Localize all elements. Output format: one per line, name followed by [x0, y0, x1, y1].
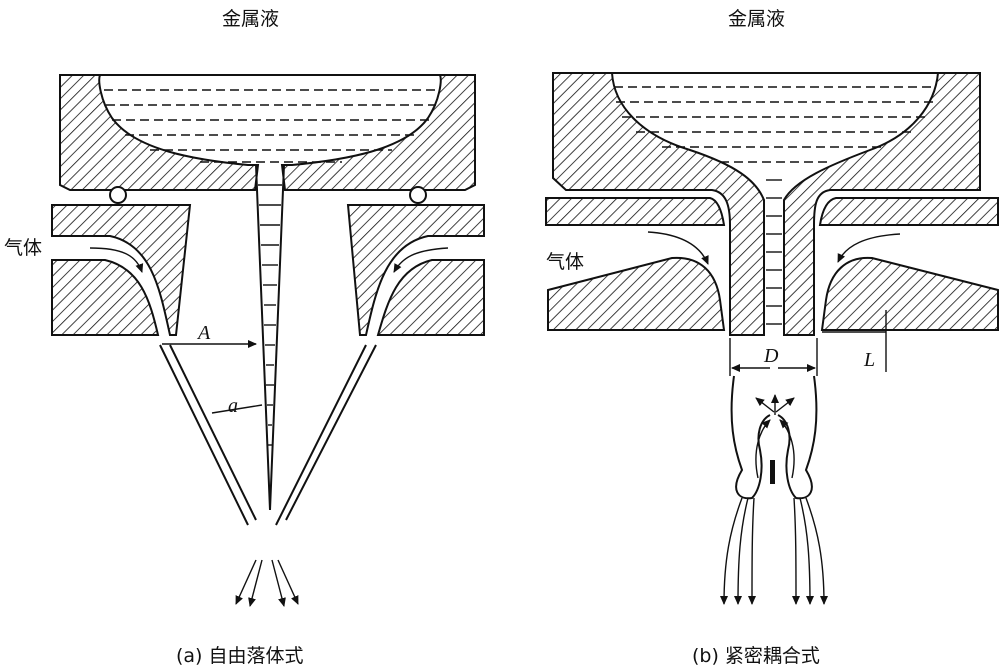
panel-a-melt-stream — [255, 164, 285, 511]
panel-a-right-roller — [409, 186, 427, 204]
panel-a-spray-arrows — [235, 559, 299, 607]
panel-b-molten-metal-label: 金属液 — [728, 8, 785, 30]
panel-b-left-gas-arrow — [647, 231, 709, 265]
panel-b-right-upper-plate — [818, 197, 999, 226]
panel-a-left-roller — [109, 186, 127, 204]
panel-a-free-fall: 金属液 — [4, 8, 485, 666]
panel-a-caption: (a) 自由落体式 — [176, 645, 304, 666]
panel-a-melt-lines — [104, 89, 438, 163]
panel-a-crucible — [59, 74, 476, 191]
panel-a-angle-label: a — [228, 395, 238, 417]
panel-a-gas-jets — [159, 344, 377, 526]
panel-b-dimension-l-label: L — [863, 349, 875, 371]
panel-b-tube-melt-lines — [766, 179, 782, 325]
panel-b-crucible — [552, 72, 981, 336]
panel-a-gas-label: 气体 — [4, 237, 42, 259]
panel-a-stream-lines — [258, 184, 282, 446]
panel-b-left-upper-plate — [545, 197, 726, 226]
panel-b-melt-lines — [614, 86, 936, 163]
panel-b-melt-tip — [770, 460, 775, 484]
panel-a-left-lower-block — [51, 259, 160, 336]
panel-b-spray-streams — [720, 497, 828, 605]
panel-b-dimension-d-label: D — [763, 345, 779, 367]
panel-a-left-gas-arrow — [89, 247, 144, 273]
panel-b-recirculation-arrows — [755, 394, 795, 479]
panel-a-dimension-a-label: A — [196, 322, 211, 344]
panel-a-right-gas-arrow — [393, 247, 449, 273]
panel-b-caption: (b) 紧密耦合式 — [692, 645, 820, 666]
panel-b-left-lower-block — [547, 256, 726, 331]
panel-a-molten-metal-label: 金属液 — [222, 8, 279, 30]
panel-a-right-lower-block — [376, 259, 485, 336]
panel-b-right-lower-block — [820, 256, 999, 331]
panel-b-right-gas-arrow — [837, 233, 901, 263]
panel-a-right-upper-block — [346, 204, 485, 336]
panel-a-angle-leader — [211, 404, 263, 414]
panel-b-gas-label: 气体 — [546, 251, 584, 273]
panel-b-close-coupled: 金属液 气体 — [545, 8, 999, 666]
panel-a-left-upper-block — [51, 204, 192, 336]
